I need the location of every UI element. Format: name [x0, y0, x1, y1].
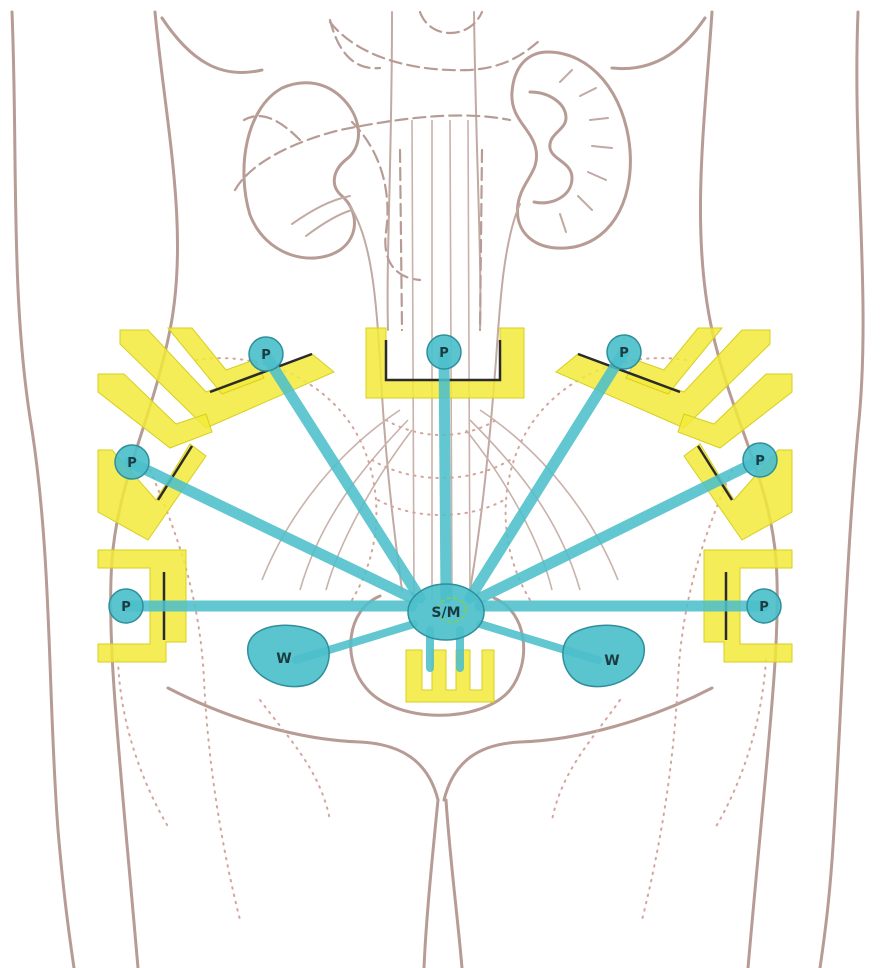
left-renal-vessel — [292, 196, 352, 236]
right-kidney-medulla — [560, 70, 612, 232]
port-label-upper-right: P — [619, 346, 629, 361]
aorta-left — [412, 120, 414, 600]
channel-top-center — [444, 354, 446, 598]
port-label-mid-right: P — [755, 454, 765, 469]
pelvic-floor-right — [444, 688, 712, 800]
electrode-pad-bottom-comb — [406, 650, 494, 702]
center-label: S/M — [431, 605, 460, 621]
vena-cava-right — [468, 120, 470, 600]
torso-left-contour — [12, 12, 74, 968]
leg-inner-left — [424, 800, 438, 968]
pancreas-dashed — [352, 122, 420, 280]
torso-right-contour — [820, 12, 863, 968]
port-label-mid-left: P — [127, 456, 137, 471]
pelvic-floor-left — [168, 688, 438, 800]
left-kidney — [244, 83, 359, 258]
waste-label-right: W — [604, 653, 619, 669]
waste-label-left: W — [276, 651, 291, 667]
diaphragm-dashed — [330, 12, 482, 68]
port-label-upper-left: P — [261, 348, 271, 363]
port-label-lower-left: P — [121, 600, 131, 615]
port-label-top-center: P — [439, 346, 449, 361]
hip-joint-right-dotted — [552, 660, 766, 830]
port-label-lower-right: P — [759, 600, 769, 615]
leg-inner-right — [446, 800, 462, 968]
right-rib-arc — [612, 18, 705, 69]
left-rib-arc — [162, 18, 262, 73]
right-kidney — [512, 52, 631, 248]
